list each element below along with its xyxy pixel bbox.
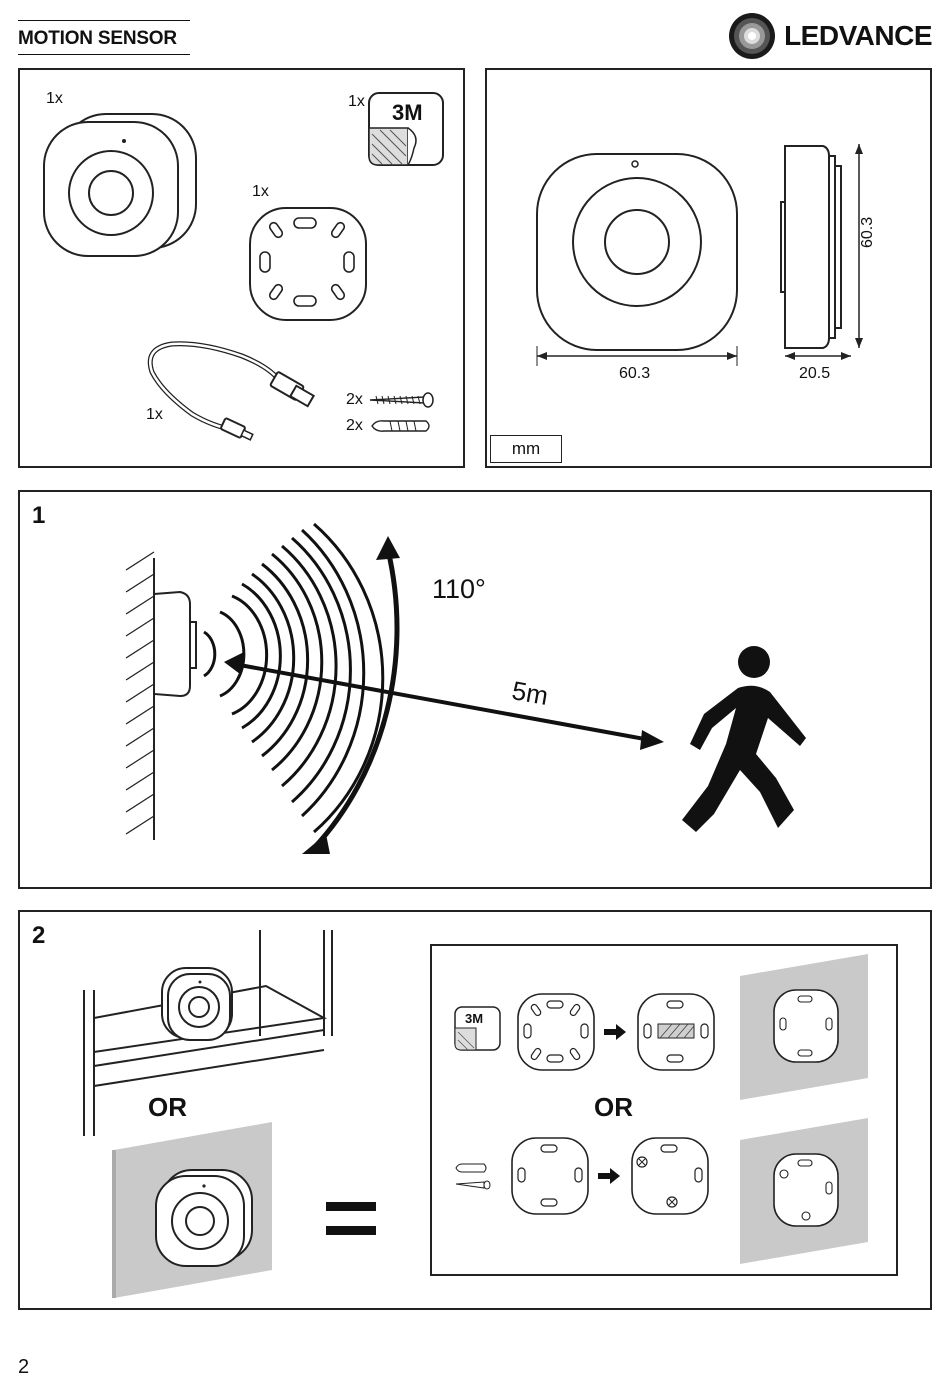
width-dimension-line [535, 346, 745, 366]
unit-label: mm [490, 435, 562, 463]
dowel-qty: 2x [346, 417, 363, 435]
width-value: 60.3 [619, 365, 650, 383]
brand-name: LEDVANCE [784, 20, 932, 52]
plate-on-wall-tape-icon [738, 952, 872, 1102]
plate-qty: 1x [252, 183, 269, 201]
equals-icon [326, 1202, 378, 1236]
tape-qty: 1x [348, 93, 365, 111]
dimensions-panel: 60.3 60.3 20.5 mm [485, 68, 932, 468]
wall-dowel-icon [370, 418, 436, 434]
title-rule-top [18, 20, 190, 21]
depth-dimension-line [783, 346, 853, 366]
or-label-right: OR [594, 1092, 633, 1123]
depth-value: 20.5 [799, 365, 830, 383]
mounting-options-box: 3M [430, 944, 898, 1276]
tape-label: 3M [465, 1011, 483, 1026]
plate-on-wall-screws-icon [738, 1116, 872, 1266]
detection-angle: 110° [432, 574, 486, 605]
height-value: 60.3 [859, 217, 877, 248]
sensor-qty: 1x [46, 90, 63, 108]
mounting-plate-icon-2 [510, 1136, 590, 1216]
step2-panel: 2 OR [18, 910, 932, 1310]
page-title: MOTION SENSOR [18, 28, 177, 54]
ledvance-logo-icon [728, 12, 776, 60]
package-contents-panel: 1x 1x 3M 1x 1x 2x 2 [18, 68, 465, 468]
shelf-placement-illustration [80, 926, 340, 1146]
screw-icon [368, 392, 434, 408]
step1-panel: 1 [18, 490, 932, 889]
arrow-right-icon-2 [598, 1168, 622, 1184]
mounting-plate-icon [516, 992, 596, 1072]
brand-logo: LEDVANCE [728, 14, 932, 58]
wall-placement-illustration [112, 1120, 282, 1300]
arrow-right-icon [604, 1024, 628, 1040]
plate-with-tape-icon [636, 992, 716, 1072]
or-label-left: OR [148, 1092, 187, 1123]
tape-label: 3M [392, 100, 423, 126]
title-rule-bottom [18, 54, 190, 55]
usb-cable-icon [142, 342, 312, 452]
page-number: 2 [18, 1356, 29, 1379]
mounting-plate-icon [248, 206, 368, 326]
screw-qty: 2x [346, 391, 363, 409]
screw-and-dowel-icon [454, 1162, 494, 1192]
sensor-device-icon [40, 108, 200, 268]
detection-range: 5m [510, 675, 551, 712]
step2-number: 2 [32, 922, 45, 950]
sensor-front-view [535, 152, 745, 352]
detection-range-diagram [20, 492, 880, 852]
plate-with-screws-icon [630, 1136, 710, 1216]
